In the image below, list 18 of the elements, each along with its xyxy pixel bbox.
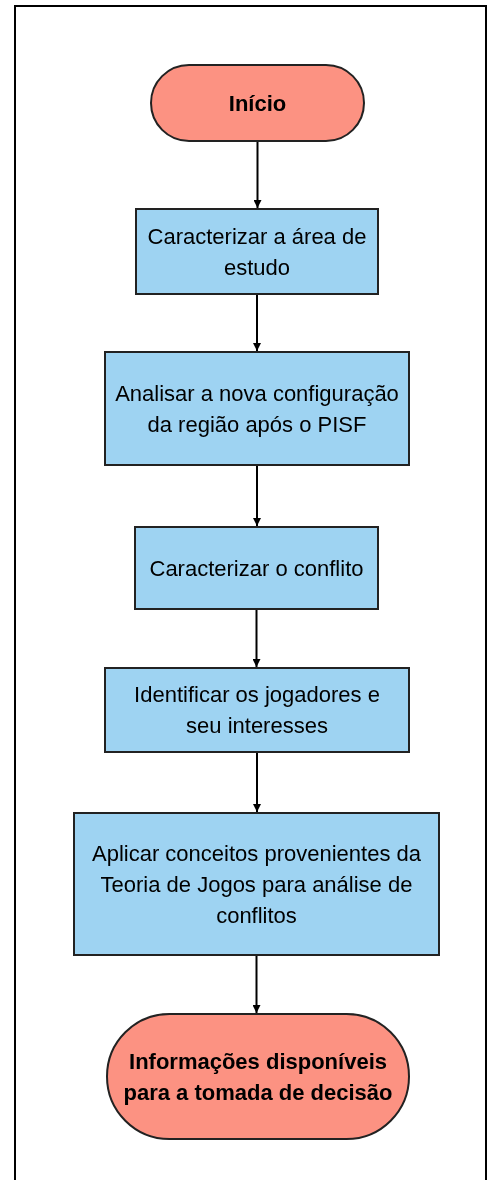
process-box	[134, 526, 379, 610]
arrow	[253, 141, 262, 209]
process-box	[135, 208, 379, 295]
process-box	[73, 812, 440, 956]
node-label: Informações disponíveis para a tomada de decisão	[122, 1047, 394, 1107]
node-label: Identificar os jogadores e seu interesses	[133, 681, 381, 740]
arrow	[253, 294, 261, 352]
arrow	[252, 609, 261, 668]
node-label: Caracterizar a área de estudo	[146, 222, 368, 282]
arrow	[253, 752, 261, 813]
node-label: Analisar a nova configuração da região após o PISF	[114, 379, 400, 439]
node-label: Caracterizar o conflito	[149, 554, 364, 583]
node-label: Início	[228, 89, 287, 118]
arrow	[253, 465, 261, 527]
arrow	[252, 955, 261, 1014]
process-box	[104, 667, 410, 753]
node-label: Aplicar conceitos provenientes da Teoria de Jogos para análise de conflitos	[91, 839, 422, 930]
process-box	[104, 351, 410, 466]
